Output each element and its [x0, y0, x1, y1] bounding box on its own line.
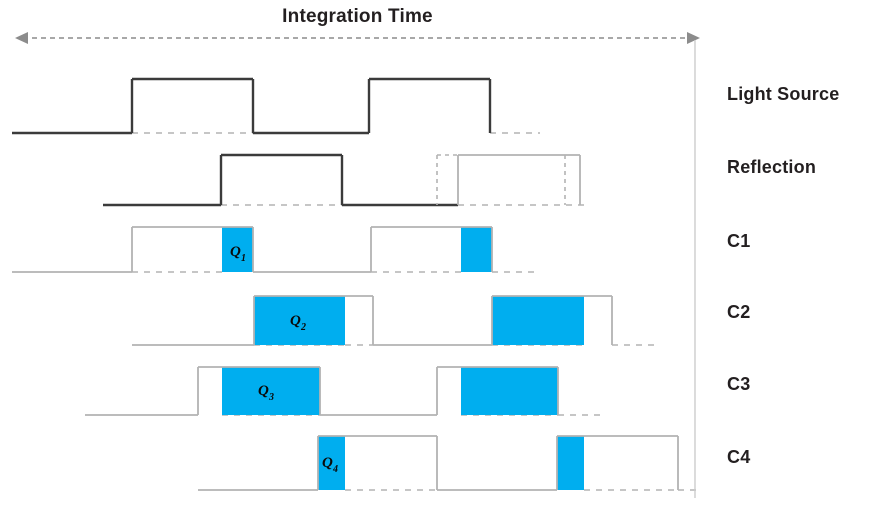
charge-label-c3: Q: [258, 383, 269, 399]
charge-label-subscript-c2: 2: [300, 322, 306, 333]
charge-label-subscript-c1: 1: [241, 253, 246, 264]
integration-time-arrow-left-head: [15, 32, 28, 44]
charge-label-c1: Q: [230, 244, 241, 260]
charge-label-c4: Q: [322, 455, 333, 471]
charge-fill-c3-0: [222, 367, 320, 415]
charge-fill-c2-0: [254, 296, 345, 345]
charge-label-subscript-c3: 3: [268, 392, 274, 403]
waveform-row-reflection: [103, 153, 585, 207]
charge-fill-c4-0: [318, 436, 345, 490]
row-label-c3: C3: [727, 374, 750, 394]
charge-fill-c1-0: [222, 227, 253, 272]
charge-fill-c3-1: [461, 367, 558, 415]
row-label-light-source: Light Source: [727, 84, 839, 104]
row-label-reflection: Reflection: [727, 157, 816, 177]
row-label-c4: C4: [727, 447, 750, 467]
row-label-c2: C2: [727, 302, 750, 322]
row-label-c1: C1: [727, 231, 750, 251]
integration-time-arrow-right-head: [687, 32, 700, 44]
charge-label-subscript-c4: 4: [332, 464, 338, 475]
diagram-title: Integration Time: [282, 6, 433, 27]
charge-label-c2: Q: [290, 313, 301, 329]
waveform-row-light-source: [12, 77, 540, 135]
charge-fill-c1-1: [461, 227, 492, 272]
charge-fill-c4-1: [557, 436, 584, 490]
charge-fill-c2-1: [492, 296, 584, 345]
